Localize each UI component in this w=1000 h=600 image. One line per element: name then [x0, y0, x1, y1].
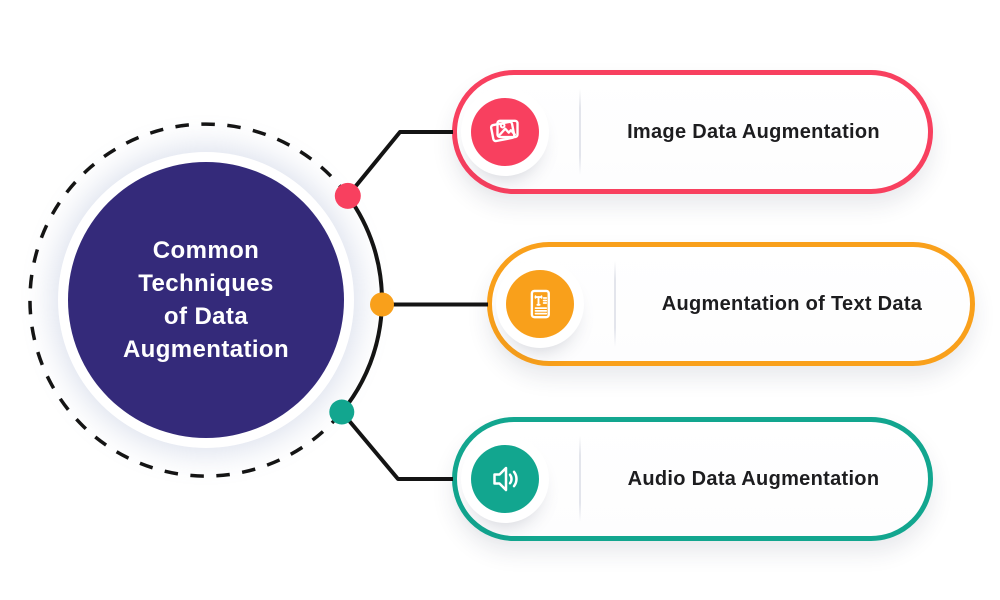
node-dot-text — [370, 292, 394, 317]
node-dot-audio — [329, 399, 355, 425]
pill-divider — [579, 88, 581, 176]
central-title-line: Techniques — [138, 270, 274, 297]
text-document-icon — [530, 289, 550, 319]
branch-badge-audio — [471, 445, 539, 513]
pill-divider — [579, 435, 581, 523]
branch-pill-image: Image Data Augmentation — [452, 70, 933, 194]
central-title-line: Common — [152, 237, 260, 264]
speaker-audio-icon — [493, 466, 518, 492]
link-audio — [340, 410, 453, 481]
branch-label-image: Image Data Augmentation — [627, 120, 880, 143]
branch-label-audio: Audio Data Augmentation — [627, 467, 880, 490]
central-topic-circle: Common Techniques of Data Augmentation — [68, 162, 344, 438]
arc-connector — [340, 194, 384, 414]
central-title-line: Augmentation — [122, 336, 290, 363]
image-photo-icon — [489, 119, 519, 143]
pill-divider — [614, 260, 616, 348]
branch-pill-text: Augmentation of Text Data — [487, 242, 975, 366]
central-title-line: of Data — [163, 303, 249, 330]
branch-badge-text — [506, 270, 574, 338]
link-image — [346, 130, 453, 198]
branch-pill-audio: Audio Data Augmentation — [452, 417, 933, 541]
branch-badge-image — [471, 98, 539, 166]
branch-label-text: Augmentation of Text Data — [661, 292, 923, 315]
central-topic-title: Common Techniques of Data Augmentation — [123, 234, 289, 366]
node-dot-image — [334, 182, 361, 209]
